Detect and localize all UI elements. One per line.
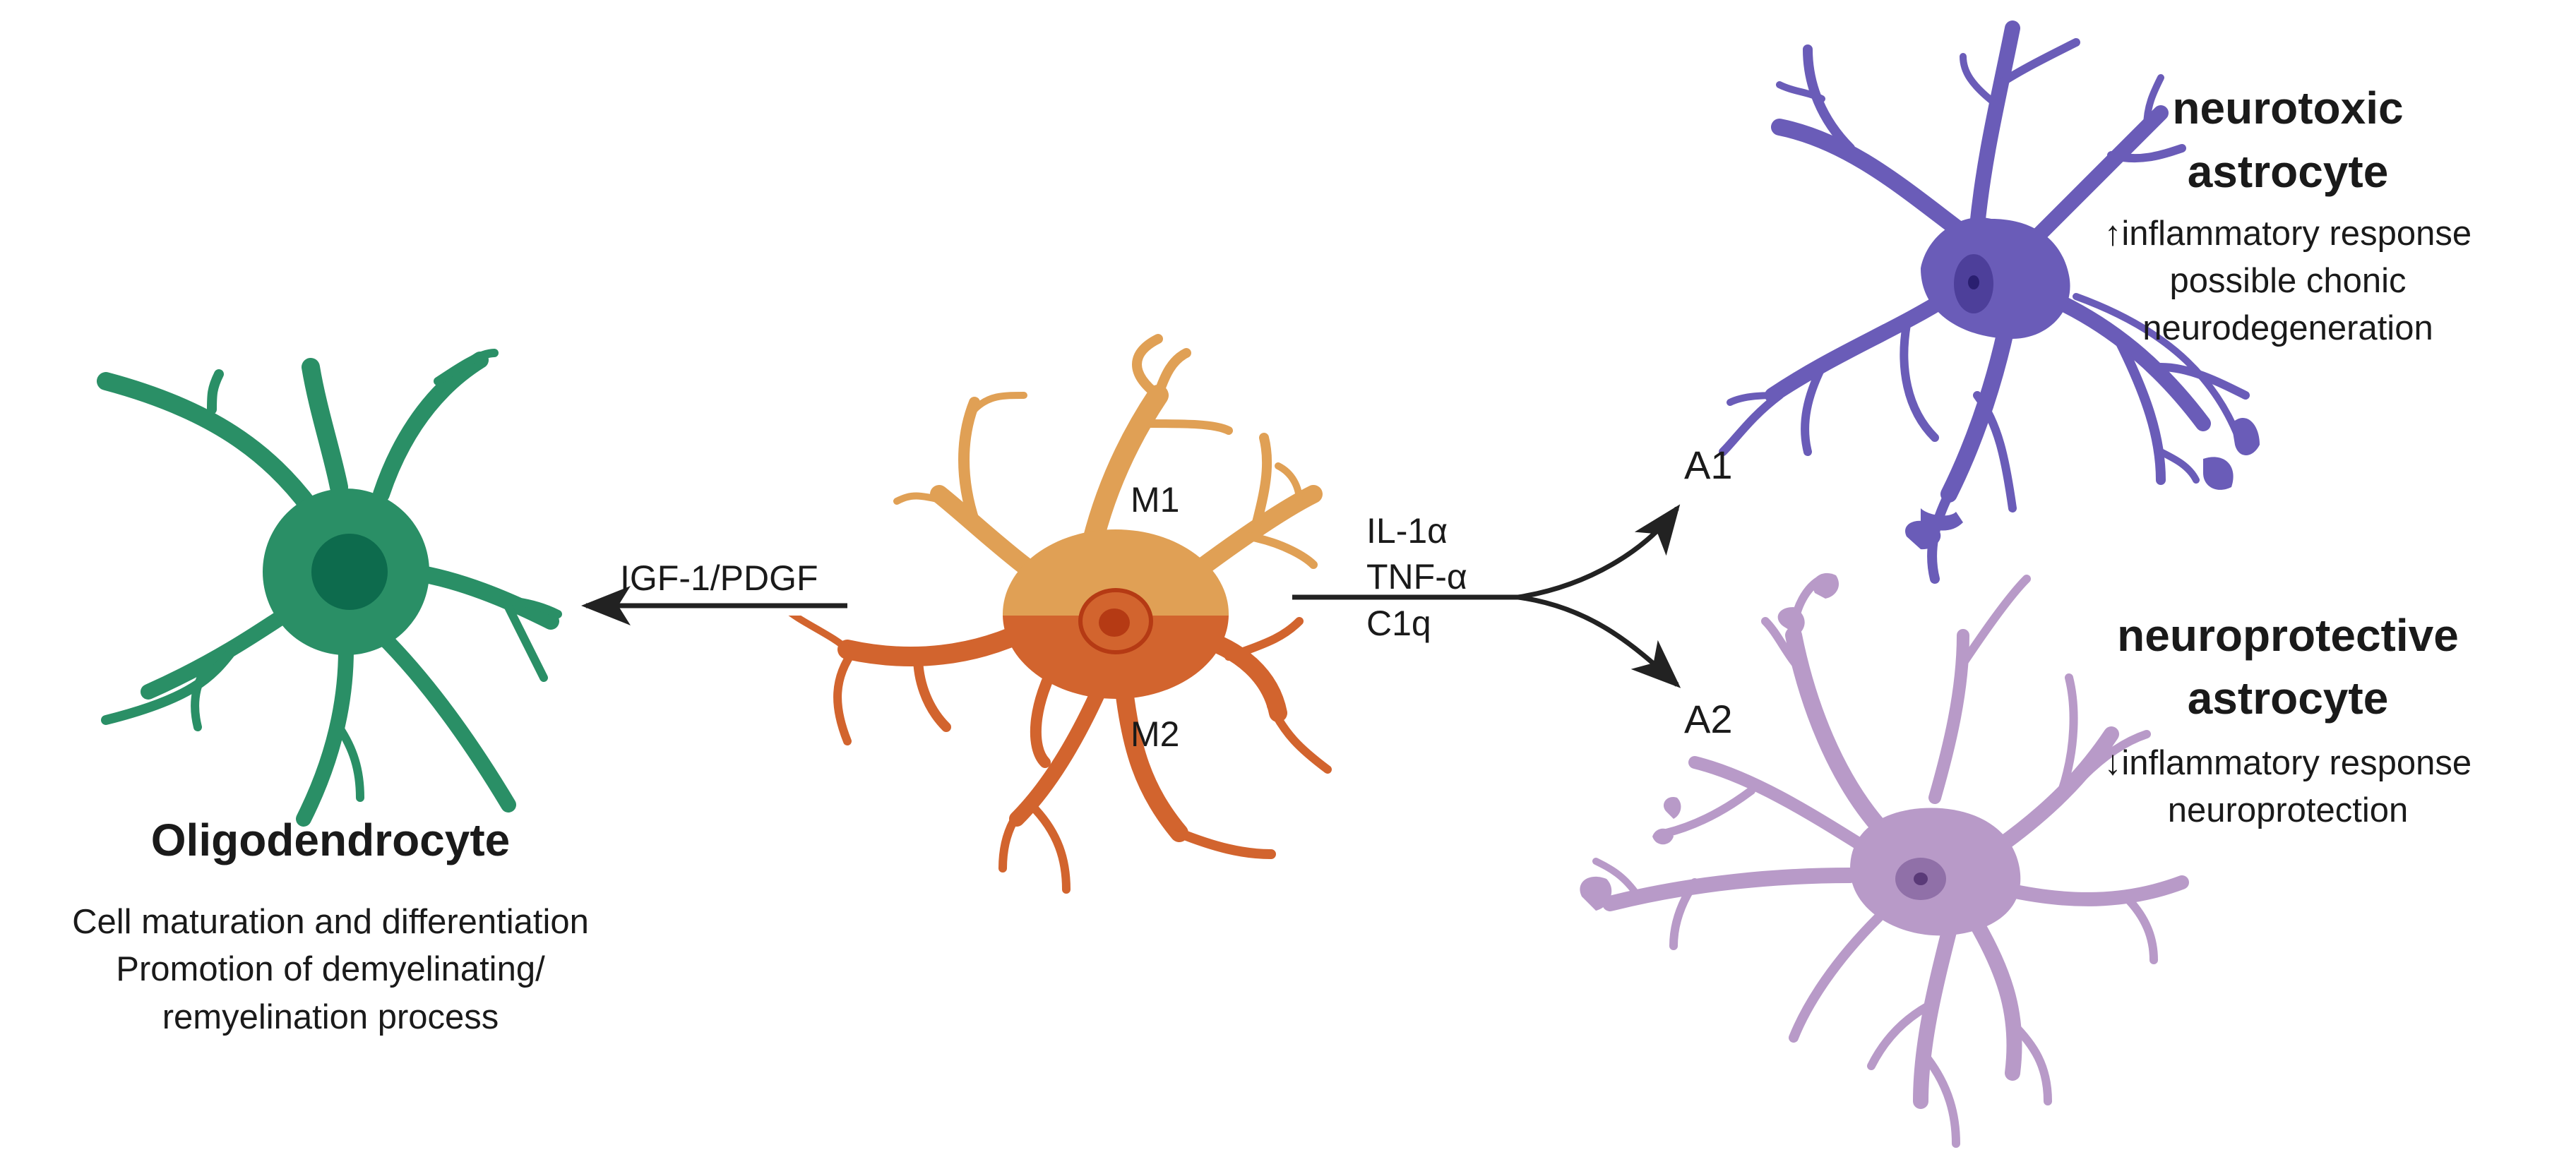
a1-arrow: [1517, 504, 1681, 600]
c1q-label: C1q: [1366, 604, 1431, 643]
microglia-cell: [788, 334, 1332, 894]
neuroprotective-astrocyte-cell: [1580, 572, 2189, 1148]
tnfa-label: TNF-α: [1366, 557, 1467, 597]
oligodendrocyte-desc-line3: remyelination process: [162, 998, 499, 1036]
a1-desc-line3: neurodegeneration: [2142, 309, 2433, 347]
a1-desc-line1: ↑inflammatory response: [2104, 215, 2472, 253]
m2-label: M2: [1131, 714, 1180, 754]
a1-desc-line2: possible chonic: [2169, 262, 2407, 300]
a2-title-line2: astrocyte: [2187, 673, 2389, 724]
oligodendrocyte-title: Oligodendrocyte: [150, 815, 511, 865]
a1-label: A1: [1684, 443, 1733, 487]
il1a-label: IL-1α: [1366, 511, 1448, 551]
a1-title-line2: astrocyte: [2187, 146, 2389, 197]
a2-arrow: [1517, 594, 1681, 688]
a2-desc-line1: ↓inflammatory response: [2104, 744, 2472, 782]
oligodendrocyte-desc-line1: Cell maturation and differentiation: [72, 903, 589, 941]
pathway-arrows: [581, 504, 1681, 688]
m1-label: M1: [1131, 480, 1180, 520]
oligodendrocyte-desc-line2: Promotion of demyelinating/: [116, 950, 545, 988]
a1-title-line1: neurotoxic: [2172, 83, 2404, 133]
a2-title-line1: neuroprotective: [2117, 610, 2459, 661]
a2-desc-line2: neuroprotection: [2167, 791, 2409, 829]
oligodendrocyte-cell: [97, 349, 562, 827]
a2-label: A2: [1684, 697, 1733, 741]
igf-pdgf-label: IGF-1/PDGF: [620, 558, 818, 598]
neurotoxic-astrocyte-cell: [1719, 20, 2260, 584]
